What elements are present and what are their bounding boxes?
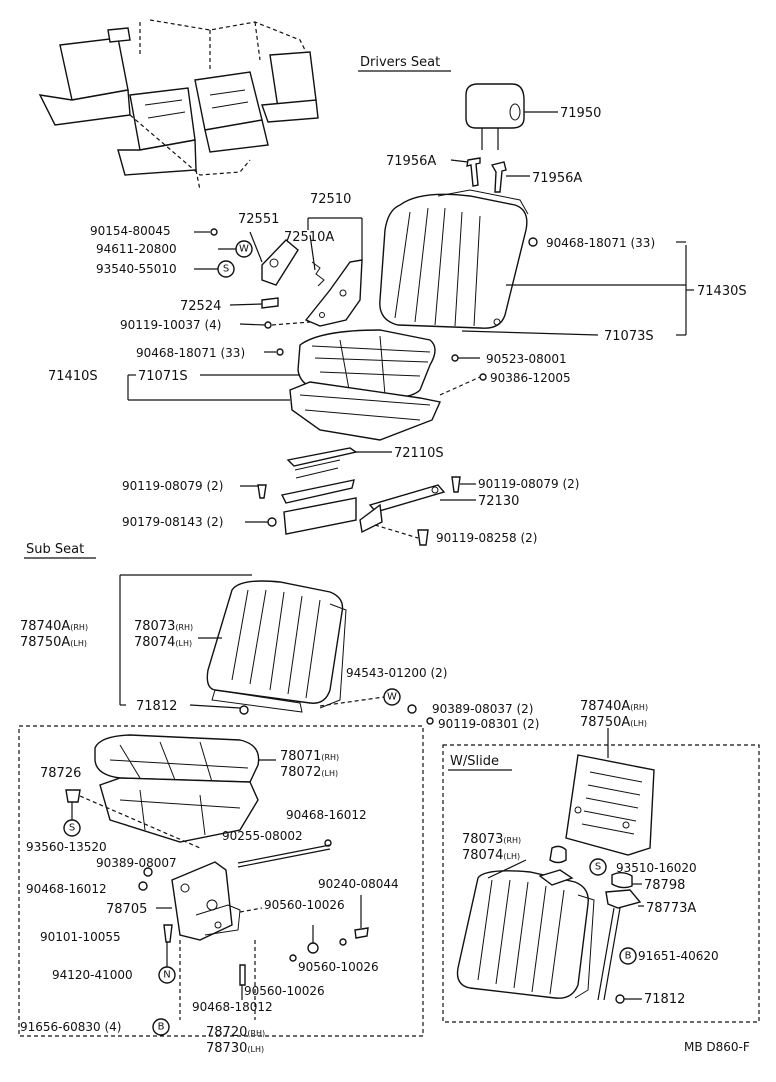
label-90119-08079-right: 90119-08079 (2) bbox=[478, 477, 580, 491]
label-78072-lh: 78072(LH) bbox=[280, 765, 338, 780]
vehicle-seat-thumbnail bbox=[38, 19, 319, 191]
s-symbol: S bbox=[69, 823, 75, 834]
label-90468-16012-a: 90468-16012 bbox=[286, 808, 367, 822]
label-78071-rh: 78071(RH) bbox=[280, 749, 339, 764]
label-90468-16012-b: 90468-16012 bbox=[26, 882, 107, 896]
label-72510A: 72510A bbox=[284, 230, 334, 245]
label-90468-18071-upper: 90468-18071 (33) bbox=[546, 236, 655, 250]
label-90119-08258: 90119-08258 (2) bbox=[436, 531, 538, 545]
label-90386-12005: 90386-12005 bbox=[490, 371, 571, 385]
label-90119-08079-left: 90119-08079 (2) bbox=[122, 479, 224, 493]
label-71956A-left: 71956A bbox=[386, 154, 436, 169]
label-72551: 72551 bbox=[238, 212, 279, 227]
label-78798: 78798 bbox=[644, 878, 685, 893]
recliner-cover-part bbox=[261, 239, 299, 286]
label-78773A: 78773A bbox=[646, 901, 696, 916]
label-94543-01200: 94543-01200 (2) bbox=[346, 666, 448, 680]
s-symbol-3: S bbox=[223, 264, 229, 275]
label-90389-08007: 90389-08007 bbox=[96, 856, 177, 870]
label-71071S: 71071S bbox=[138, 369, 188, 384]
label-78705: 78705 bbox=[106, 902, 147, 917]
label-90389-08037: 90389-08037 (2) bbox=[432, 702, 534, 716]
slide-seatback-part bbox=[456, 870, 595, 999]
w-symbol-2: W bbox=[239, 244, 249, 255]
label-78074-lh-1: 78074(LH) bbox=[134, 635, 192, 650]
label-71812-upper: 71812 bbox=[136, 699, 177, 714]
label-72524: 72524 bbox=[180, 299, 221, 314]
label-90560-10026-a: 90560-10026 bbox=[264, 898, 345, 912]
drivers-seat-heading: Drivers Seat bbox=[360, 55, 440, 70]
label-72510: 72510 bbox=[310, 192, 351, 207]
sub-seat-heading: Sub Seat bbox=[26, 542, 84, 557]
w-slide-heading: W/Slide bbox=[450, 754, 499, 769]
label-78730-lh: 78730(LH) bbox=[206, 1041, 264, 1056]
label-90523-08001: 90523-08001 bbox=[486, 352, 567, 366]
sub-seatback-part bbox=[206, 580, 347, 713]
diagram-code: MB D860-F bbox=[684, 1040, 750, 1054]
label-78073-rh-2: 78073(RH) bbox=[462, 832, 521, 847]
w-symbol: W bbox=[387, 692, 397, 703]
sub-seat-labels: 78740A(RH) 78750A(LH) 78073(RH) 78074(LH… bbox=[20, 619, 648, 1056]
label-90468-18071-lower: 90468-18071 (33) bbox=[136, 346, 245, 360]
label-90468-18012: 90468-18012 bbox=[192, 1000, 273, 1014]
label-78740A-rh-1: 78740A(RH) bbox=[20, 619, 88, 634]
label-90154-80045: 90154-80045 bbox=[90, 224, 171, 238]
label-78726: 78726 bbox=[40, 766, 81, 781]
n-symbol: N bbox=[163, 970, 170, 981]
label-71410S: 71410S bbox=[48, 369, 98, 384]
label-78740A-rh-2: 78740A(RH) bbox=[580, 699, 648, 714]
label-94120-41000: 94120-41000 bbox=[52, 968, 133, 982]
b-symbol: B bbox=[158, 1022, 165, 1033]
label-71073S: 71073S bbox=[604, 329, 654, 344]
label-90179-08143: 90179-08143 (2) bbox=[122, 515, 224, 529]
headrest-support-part bbox=[466, 157, 507, 193]
sub-seat-cushion-part bbox=[94, 734, 260, 843]
label-71950: 71950 bbox=[560, 106, 601, 121]
recliner-mechanism-part bbox=[304, 259, 363, 327]
label-78750A-lh-1: 78750A(LH) bbox=[20, 635, 87, 650]
w-slide-detail-box bbox=[442, 744, 760, 1023]
label-78750A-lh-2: 78750A(LH) bbox=[580, 715, 647, 730]
label-90560-10026-c: 90560-10026 bbox=[244, 984, 325, 998]
label-93510-16020: 93510-16020 bbox=[616, 861, 697, 875]
label-71956A-right: 71956A bbox=[532, 171, 582, 186]
label-93540-55010: 93540-55010 bbox=[96, 262, 177, 276]
seat-frame-part bbox=[289, 381, 441, 441]
label-72130: 72130 bbox=[478, 494, 519, 509]
label-94611-20800: 94611-20800 bbox=[96, 242, 177, 256]
sub-seat-bracket-part bbox=[171, 861, 241, 941]
label-71430S: 71430S bbox=[697, 284, 747, 299]
seatback-part bbox=[379, 189, 529, 329]
label-78720-rh: 78720(RH) bbox=[206, 1025, 265, 1040]
label-90240-08044: 90240-08044 bbox=[318, 877, 399, 891]
b-symbol-2: B bbox=[625, 951, 632, 962]
seat-track-part bbox=[280, 447, 446, 535]
label-78073-rh-1: 78073(RH) bbox=[134, 619, 193, 634]
label-71812-lower: 71812 bbox=[644, 992, 685, 1007]
label-90101-10055: 90101-10055 bbox=[40, 930, 121, 944]
label-91651-40620: 91651-40620 bbox=[638, 949, 719, 963]
label-90119-10037: 90119-10037 (4) bbox=[120, 318, 222, 332]
w-slide-labels: 78073(RH) 78074(LH) 93510-16020 78798 78… bbox=[462, 832, 719, 1007]
label-90255-08002: 90255-08002 bbox=[222, 829, 303, 843]
label-91656-60830: 91656-60830 (4) bbox=[20, 1020, 122, 1034]
label-90560-10026-b: 90560-10026 bbox=[298, 960, 379, 974]
label-78074-lh-2: 78074(LH) bbox=[462, 848, 520, 863]
label-93560-13520: 93560-13520 bbox=[26, 840, 107, 854]
label-90119-08301: 90119-08301 (2) bbox=[438, 717, 540, 731]
slide-frame-part bbox=[565, 754, 655, 856]
label-72110S: 72110S bbox=[394, 446, 444, 461]
s-symbol-2: S bbox=[595, 862, 601, 873]
drivers-seat-labels: 71950 71956A 71956A 72510 72551 72510A 9… bbox=[48, 106, 747, 545]
headrest-part bbox=[465, 83, 525, 150]
